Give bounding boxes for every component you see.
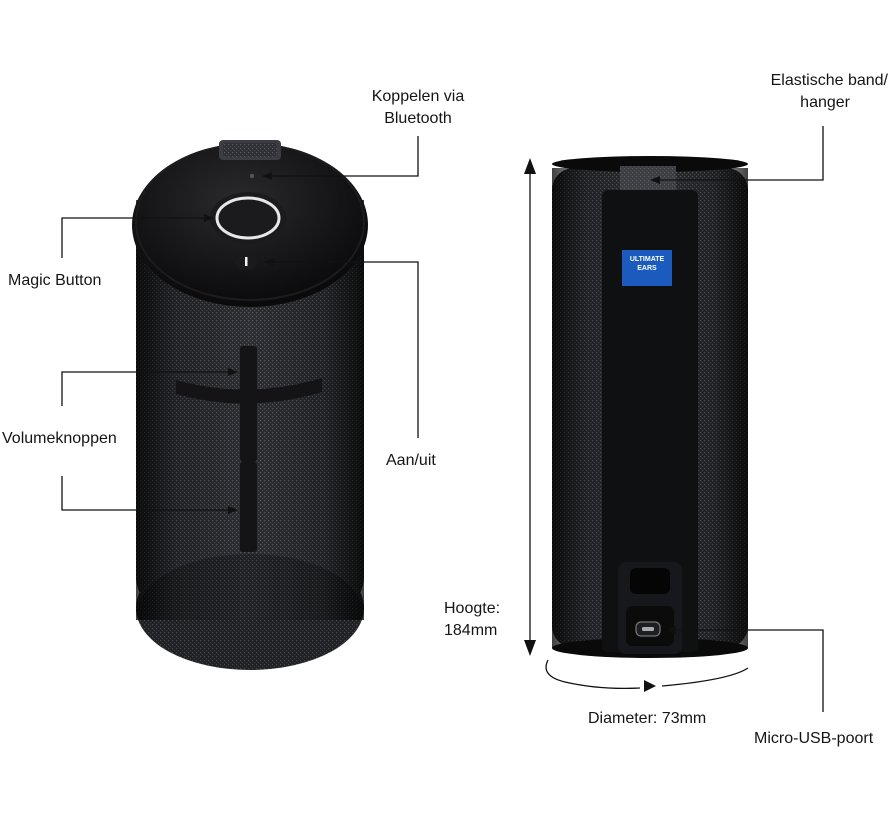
bluetooth-led-icon <box>250 174 254 178</box>
label-hoogte: Hoogte: 184mm <box>444 598 500 642</box>
label-elastische-band: Elastische band/ hanger <box>720 70 888 114</box>
power-button-icon <box>235 254 257 270</box>
magic-button-icon <box>210 192 286 244</box>
brand-tag <box>622 250 672 286</box>
label-micro-usb: Micro-USB-poort <box>754 730 874 747</box>
volume-plus-icon <box>176 346 322 462</box>
label-hoogte-line-2: 184mm <box>444 622 498 639</box>
label-volumeknoppen: Volumeknoppen <box>2 430 117 447</box>
label-hoogte-line-1: Hoogte: <box>444 600 501 617</box>
right-speaker <box>552 156 748 658</box>
label-diameter: Diameter: 73mm <box>588 710 707 727</box>
label-magic-button: Magic Button <box>8 272 102 289</box>
label-koppelen-line-1: Koppelen via <box>371 88 465 105</box>
label-aan-uit: Aan/uit <box>386 452 436 469</box>
label-elastische-line-1: Elastische band/ <box>770 72 888 89</box>
label-koppelen-line-2: Bluetooth <box>384 110 452 127</box>
strap <box>602 166 698 654</box>
micro-usb-port-icon <box>635 621 661 637</box>
left-speaker <box>132 140 368 670</box>
label-elastische-line-2: hanger <box>800 94 850 111</box>
leader-arrowheads <box>204 172 676 634</box>
height-arrow <box>524 158 536 656</box>
brand-tag-line-1: ULTIMATE <box>629 256 665 263</box>
brand-tag-line-2: EARS <box>637 265 657 272</box>
diameter-arrow <box>545 659 749 692</box>
volume-minus-icon <box>240 462 257 552</box>
brand-tag-text: ULTIMATE EARS <box>622 255 672 273</box>
label-koppelen: Koppelen via Bluetooth <box>350 86 486 130</box>
leader-lines <box>61 126 824 712</box>
